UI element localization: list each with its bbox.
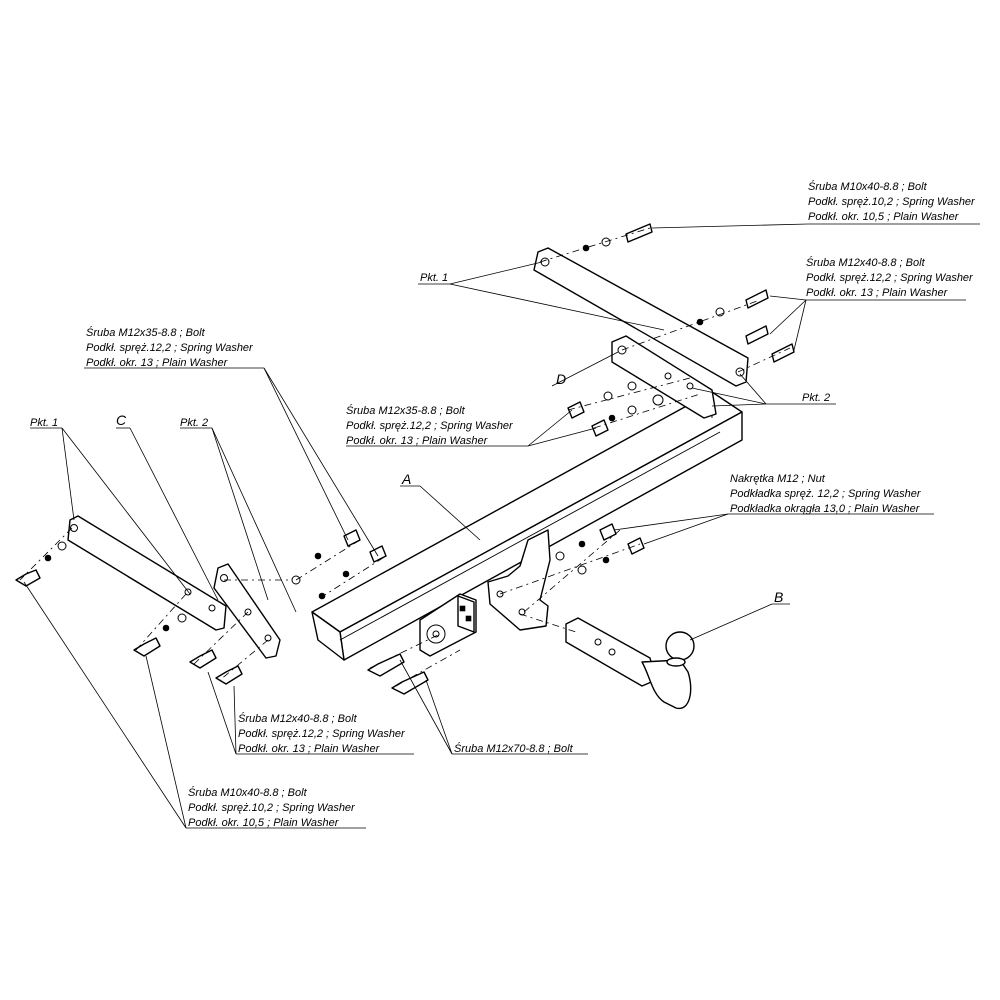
leader-lines xyxy=(23,223,980,829)
callout-line: Podkł. spręż.12,2 ; Spring Washer xyxy=(238,728,406,740)
callout-line: Nakrętka M12 ; Nut xyxy=(730,473,826,485)
callout-line: Podkł. spręż.10,2 ; Spring Washer xyxy=(808,196,976,208)
callout-line: Podkł. okr. 13 ; Plain Washer xyxy=(346,435,489,447)
callout-line: Podkładka okrągła 13,0 ; Plain Washer xyxy=(730,503,921,515)
center-hanger-bracket xyxy=(487,529,551,631)
callout-line: Podkł. okr. 13 ; Plain Washer xyxy=(238,743,381,755)
fasteners-part-d xyxy=(567,381,664,437)
callout-line: Podkładka spręż. 12,2 ; Spring Washer xyxy=(730,488,922,500)
pkt1-right-label: Pkt. 1 xyxy=(420,272,448,284)
callout-line: Podkł. spręż.12,2 ; Spring Washer xyxy=(346,420,514,432)
callout-top-right-1: Śruba M10x40-8.8 ; Bolt Podkł. spręż.10,… xyxy=(808,180,976,223)
fasteners-nut xyxy=(555,523,645,575)
part-c-label: C xyxy=(116,412,127,428)
part-a-label: A xyxy=(401,471,411,487)
socket-plate xyxy=(419,593,477,657)
fasteners-long-bolts xyxy=(367,653,429,695)
callout-bottom-left: Śruba M10x40-8.8 ; Bolt Podkł. spręż.10,… xyxy=(188,786,356,829)
callout-line: Podkł. okr. 13 ; Plain Washer xyxy=(806,287,949,299)
callout-bottom-bolt: Śruba M12x70-8.8 ; Bolt xyxy=(454,742,574,755)
part-d-label: D xyxy=(556,371,566,387)
callout-left-top: Śruba M12x35-8.8 ; Bolt Podkł. spręż.12,… xyxy=(86,326,254,369)
callout-line: Śruba M12x40-8.8 ; Bolt xyxy=(238,712,358,725)
callout-line: Podkł. spręż.12,2 ; Spring Washer xyxy=(86,342,254,354)
callout-line: Śruba M12x40-8.8 ; Bolt xyxy=(806,256,926,269)
callout-line: Śruba M10x40-8.8 ; Bolt xyxy=(188,786,308,799)
pkt1-left-label: Pkt. 1 xyxy=(30,417,58,429)
part-b-label: B xyxy=(774,589,783,605)
callout-line: Podkł. okr. 13 ; Plain Washer xyxy=(86,357,229,369)
callout-line: Śruba M10x40-8.8 ; Bolt xyxy=(808,180,928,193)
callout-line: Podkł. spręż.10,2 ; Spring Washer xyxy=(188,802,356,814)
callout-line: Śruba M12x35-8.8 ; Bolt xyxy=(86,326,206,339)
callout-top-right-2: Śruba M12x40-8.8 ; Bolt Podkł. spręż.12,… xyxy=(806,256,974,299)
fasteners-left-bottom xyxy=(15,541,243,685)
callout-bottom-mid: Śruba M12x40-8.8 ; Bolt Podkł. spręż.12,… xyxy=(238,712,406,755)
callout-line: Podkł. spręż.12,2 ; Spring Washer xyxy=(806,272,974,284)
pkt2-left-label: Pkt. 2 xyxy=(180,417,208,429)
towball-part-b xyxy=(565,617,695,710)
callout-line: Śruba M12x35-8.8 ; Bolt xyxy=(346,404,466,417)
callout-line: Podkł. okr. 10,5 ; Plain Washer xyxy=(188,817,340,829)
callout-nut: Nakrętka M12 ; Nut Podkładka spręż. 12,2… xyxy=(730,473,922,515)
pkt2-right-label: Pkt. 2 xyxy=(802,392,830,404)
left-bracket-long xyxy=(67,515,227,631)
assembly-axis-lines xyxy=(19,227,791,687)
callout-center: Śruba M12x35-8.8 ; Bolt Podkł. spręż.12,… xyxy=(346,404,514,447)
callout-line: Podkł. okr. 10,5 ; Plain Washer xyxy=(808,211,960,223)
